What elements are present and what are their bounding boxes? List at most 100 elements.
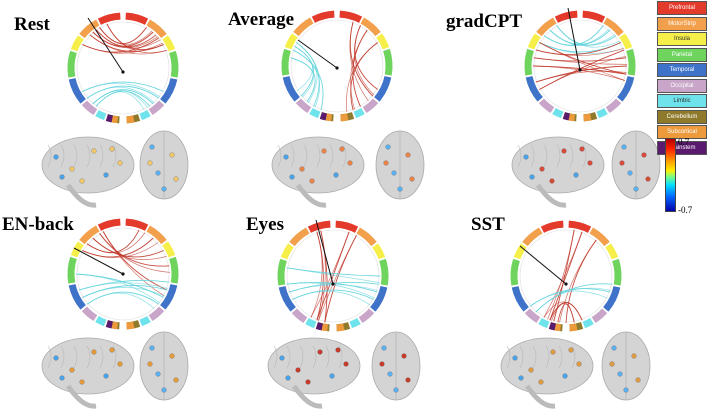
brain-node [117,361,123,367]
ring-segment-right-5 [362,98,379,114]
brain-node [617,371,623,377]
negative-edge-b-1 [296,42,318,104]
brain-stem-shape [535,183,567,208]
ring-segment-left-9 [548,322,556,331]
ring-segment-left-6 [95,109,107,121]
brain-node [283,154,289,160]
brain-node [59,375,65,381]
pointer-dot [335,66,339,70]
brain-node [379,361,385,367]
negative-edge-b-7 [86,292,155,310]
brain-node [79,379,85,385]
brain-stem-shape [65,384,97,409]
brain-node [161,186,167,192]
brain-stem-shape [524,384,556,409]
positive-edge-b-7 [535,70,627,83]
negative-edge-b-6 [82,287,165,298]
ring-segment-left-4 [511,285,529,312]
legend-item-motorstrip: MotorStrip [657,16,707,31]
brain-sulcus [556,144,561,168]
pointer-dot [331,282,335,286]
panel-title-en-back: EN-back [2,214,74,235]
ring-inner [76,21,170,115]
ring-segment-right-1 [360,17,381,37]
brain-node [512,355,518,361]
brain-sulcus [582,144,587,168]
ring-segment-left-0 [540,220,564,233]
brain-node [317,349,323,355]
brain-node [289,174,295,180]
pointer-dot [564,282,568,286]
ring-segment-right-0 [125,218,149,231]
ring-segment-right-4 [617,75,635,102]
brain-sulcus [569,144,574,168]
ring-segment-right-6 [349,317,361,329]
ring-segment-left-3 [277,258,287,286]
ring-segment-right-5 [148,306,165,322]
ring-segment-right-2 [162,35,176,52]
ring-segment-right-1 [603,17,624,37]
brain-sulcus [506,345,511,369]
brain-node [550,349,556,355]
brain-node [339,146,345,152]
ring-segment-right-8 [126,321,135,330]
ring-segment-left-0 [97,218,121,231]
ring-segment-right-4 [160,283,178,310]
brain-node [391,170,397,176]
ring-segment-right-8 [569,323,578,332]
brain-node [383,160,389,166]
negative-edge-b-3 [543,28,610,47]
legend-item-prefrontal: Prefrontal [657,1,707,15]
brain-node [335,347,341,353]
ring-segment-right-5 [605,98,622,114]
brain-sulcus [303,144,308,168]
panel-6 [500,220,651,409]
legend-item-limbic: Limbic [657,94,707,108]
brain-stem-shape [65,183,97,208]
negative-edge-b-2 [556,25,621,48]
brain-node [109,146,115,152]
ring-segment-right-1 [356,227,377,247]
brain-node [393,387,399,393]
brain-node [401,353,407,359]
ring-segment-left-5 [291,308,308,324]
brain-node [611,345,617,351]
ring-segment-left-1 [289,227,310,247]
panel-title-eyes: Eyes [246,214,284,235]
brain-node [621,144,627,150]
ring-segment-right-5 [358,308,375,324]
brain-node [405,152,411,158]
brain-sulcus [543,144,548,168]
positive-edge-b-9 [95,29,161,49]
brain-lateral-view [41,136,135,208]
ring-segment-left-4 [68,283,86,310]
ring-segment-left-9 [105,320,113,329]
brain-node [173,377,179,383]
brain-node [573,172,579,178]
colorbar-max-label: 0.7 [678,137,690,147]
ring-segment-right-3 [169,256,179,284]
legend-item-subcortical: Subcortical [657,125,707,139]
brain-node [147,160,153,166]
brain-node [627,170,633,176]
positive-edge-b-4 [354,25,375,96]
negative-edge-6 [535,283,613,313]
brain-sulcus [571,345,576,369]
brain-node [149,144,155,150]
colorbar [665,138,676,212]
ring-segment-left-8 [111,115,118,124]
brain-node [53,355,59,361]
negative-edge-b-6 [292,290,371,306]
legend-item-parietal: Parietal [657,47,707,62]
legend-item-occipital: Occipital [657,78,707,93]
brain-node [91,148,97,154]
negative-edge-b-3 [294,45,313,92]
ring-segment-left-0 [554,10,578,23]
pointer-line [315,219,334,285]
ring-segment-left-9 [105,114,113,123]
brain-lateral-view [267,337,361,409]
brain-node [321,148,327,154]
ring-segment-right-3 [379,258,389,286]
positive-edge-b-1 [547,229,575,320]
